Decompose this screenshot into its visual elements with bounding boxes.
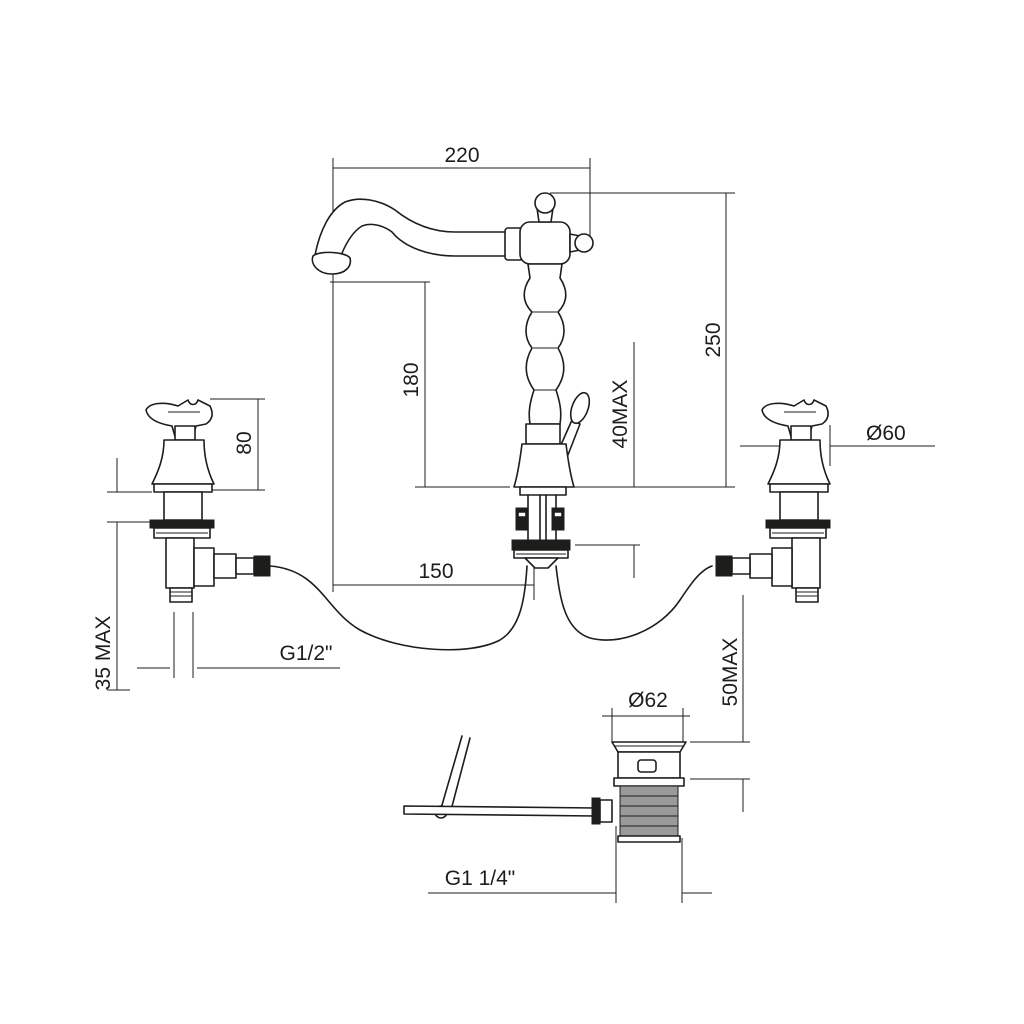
central-spout bbox=[311, 192, 594, 569]
dim-waste-thread: G1 1/4" bbox=[445, 867, 516, 890]
dim-inlet-thread: G1/2" bbox=[280, 642, 333, 665]
dim-waste-diameter: Ø62 bbox=[628, 689, 668, 712]
dim-tap-height: 80 bbox=[233, 431, 256, 454]
dimension-labels: 220 250 180 40MAX 80 Ø60 150 G1/2" 35 MA… bbox=[92, 144, 906, 890]
dim-spout-reach: 220 bbox=[444, 144, 479, 167]
dim-spacing: 150 bbox=[418, 560, 453, 583]
flex-hoses bbox=[269, 565, 713, 651]
dim-lever-max: 40MAX bbox=[609, 380, 632, 449]
dimension-lines bbox=[107, 158, 935, 903]
right-tap bbox=[715, 399, 831, 603]
pop-up-waste bbox=[403, 735, 687, 843]
dim-deck-thickness-left: 35 MAX bbox=[92, 616, 115, 691]
dim-spout-height: 180 bbox=[400, 362, 423, 397]
dim-deck-thickness-waste: 50MAX bbox=[719, 638, 742, 707]
dim-total-height: 250 bbox=[702, 322, 725, 357]
left-tap bbox=[145, 399, 271, 603]
dim-handle-diameter: Ø60 bbox=[866, 422, 906, 445]
